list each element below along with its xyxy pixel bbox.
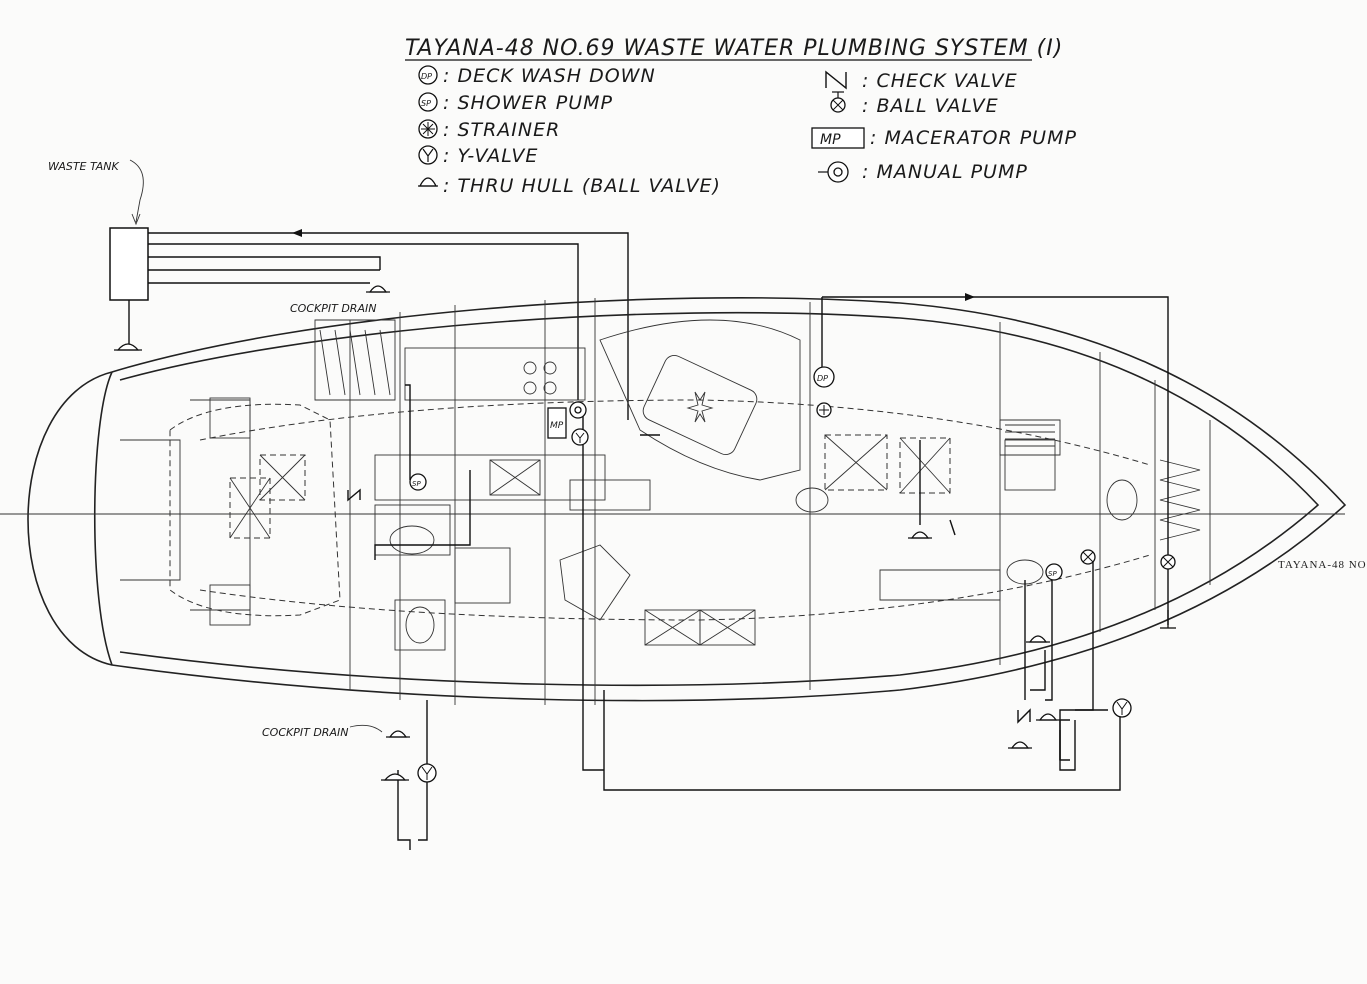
legend-thru-hull: : THRU HULL (BALL VALVE) bbox=[418, 175, 721, 197]
check-valve-aft bbox=[347, 488, 361, 502]
cockpit-drain-top-label: COCKPIT DRAIN bbox=[290, 302, 376, 315]
cockpit-drain-bottom-arrow bbox=[349, 724, 383, 733]
svg-text:: SHOWER PUMP: : SHOWER PUMP bbox=[443, 92, 613, 114]
cockpit-drain-top-valve bbox=[366, 285, 390, 293]
strainer-forward bbox=[816, 402, 832, 418]
tank-feed-lines bbox=[128, 232, 629, 420]
cockpit-drain-bottom-valve bbox=[386, 730, 410, 738]
y-valve-forward bbox=[1112, 698, 1132, 718]
thru-hull-aft-manual bbox=[381, 773, 409, 781]
legend-y-valve: : Y-VALVE bbox=[418, 145, 538, 167]
svg-text:: DECK WASH DOWN: : DECK WASH DOWN bbox=[443, 65, 656, 87]
legend-check-valve: : CHECK VALVE bbox=[825, 70, 1018, 92]
interior-layout bbox=[120, 298, 1211, 705]
thru-hull-galley bbox=[908, 531, 932, 539]
svg-text:DP: DP bbox=[421, 72, 432, 81]
deck-wash-pump: DP bbox=[813, 366, 835, 388]
svg-text:DP: DP bbox=[817, 374, 828, 383]
thru-hull-forward-2 bbox=[1036, 713, 1060, 721]
legend-manual-pump: : MANUAL PUMP bbox=[818, 161, 1028, 183]
legend-shower-pump: SP : SHOWER PUMP bbox=[418, 92, 613, 114]
cockpit-drain-bottom-label: COCKPIT DRAIN bbox=[262, 726, 348, 739]
svg-text:MP: MP bbox=[820, 132, 841, 148]
check-valve-forward bbox=[1017, 708, 1031, 724]
svg-text:: MACERATOR PUMP: : MACERATOR PUMP bbox=[870, 127, 1077, 149]
svg-text:SP: SP bbox=[412, 480, 421, 488]
svg-text:: Y-VALVE: : Y-VALVE bbox=[443, 145, 538, 167]
svg-text:: STRAINER: : STRAINER bbox=[443, 119, 560, 141]
legend-strainer: : STRAINER bbox=[418, 119, 560, 141]
strainer-forward-head bbox=[1080, 549, 1096, 565]
waste-tank-label: WASTE TANK bbox=[48, 160, 119, 173]
plumbing-pipes bbox=[374, 296, 1169, 850]
flow-arrow-2 bbox=[292, 229, 302, 237]
diagram-title: TAYANA-48 NO.69 WASTE WATER PLUMBING SYS… bbox=[405, 36, 1063, 61]
svg-text:: BALL VALVE: : BALL VALVE bbox=[862, 95, 999, 117]
macerator-pump: MP bbox=[547, 407, 567, 439]
shower-pump-forward: SP bbox=[1045, 563, 1063, 581]
tank-thru-hull bbox=[114, 343, 142, 351]
y-valve-galley bbox=[571, 428, 589, 446]
y-valve-aft bbox=[417, 763, 437, 783]
waste-tank bbox=[109, 227, 149, 301]
flow-arrow-1 bbox=[965, 293, 975, 301]
svg-text:: THRU HULL (BALL VALVE): : THRU HULL (BALL VALVE) bbox=[443, 175, 721, 197]
svg-text:MP: MP bbox=[550, 421, 564, 431]
ball-valve-bow bbox=[1160, 554, 1176, 570]
legend-ball-valve: : BALL VALVE bbox=[830, 91, 999, 117]
manual-pump-galley bbox=[569, 401, 587, 419]
bow-seacock bbox=[1160, 610, 1176, 629]
legend-deck-wash-down: DP : DECK WASH DOWN bbox=[418, 65, 656, 87]
svg-text:SP: SP bbox=[421, 99, 431, 108]
thru-hull-forward-3 bbox=[1026, 635, 1050, 643]
drawing-reference-mark: TAYANA-48 NO.6 bbox=[1278, 559, 1367, 571]
hull-outline bbox=[0, 297, 1347, 702]
svg-text:SP: SP bbox=[1048, 570, 1057, 578]
svg-text:: CHECK VALVE: : CHECK VALVE bbox=[862, 70, 1018, 92]
shower-pump-head: SP bbox=[409, 473, 427, 491]
legend-macerator-pump: MP : MACERATOR PUMP bbox=[811, 127, 1077, 149]
svg-text:: MANUAL PUMP: : MANUAL PUMP bbox=[862, 161, 1028, 183]
thru-hull-forward-1 bbox=[1008, 741, 1032, 749]
waste-tank-arrow bbox=[129, 159, 144, 223]
